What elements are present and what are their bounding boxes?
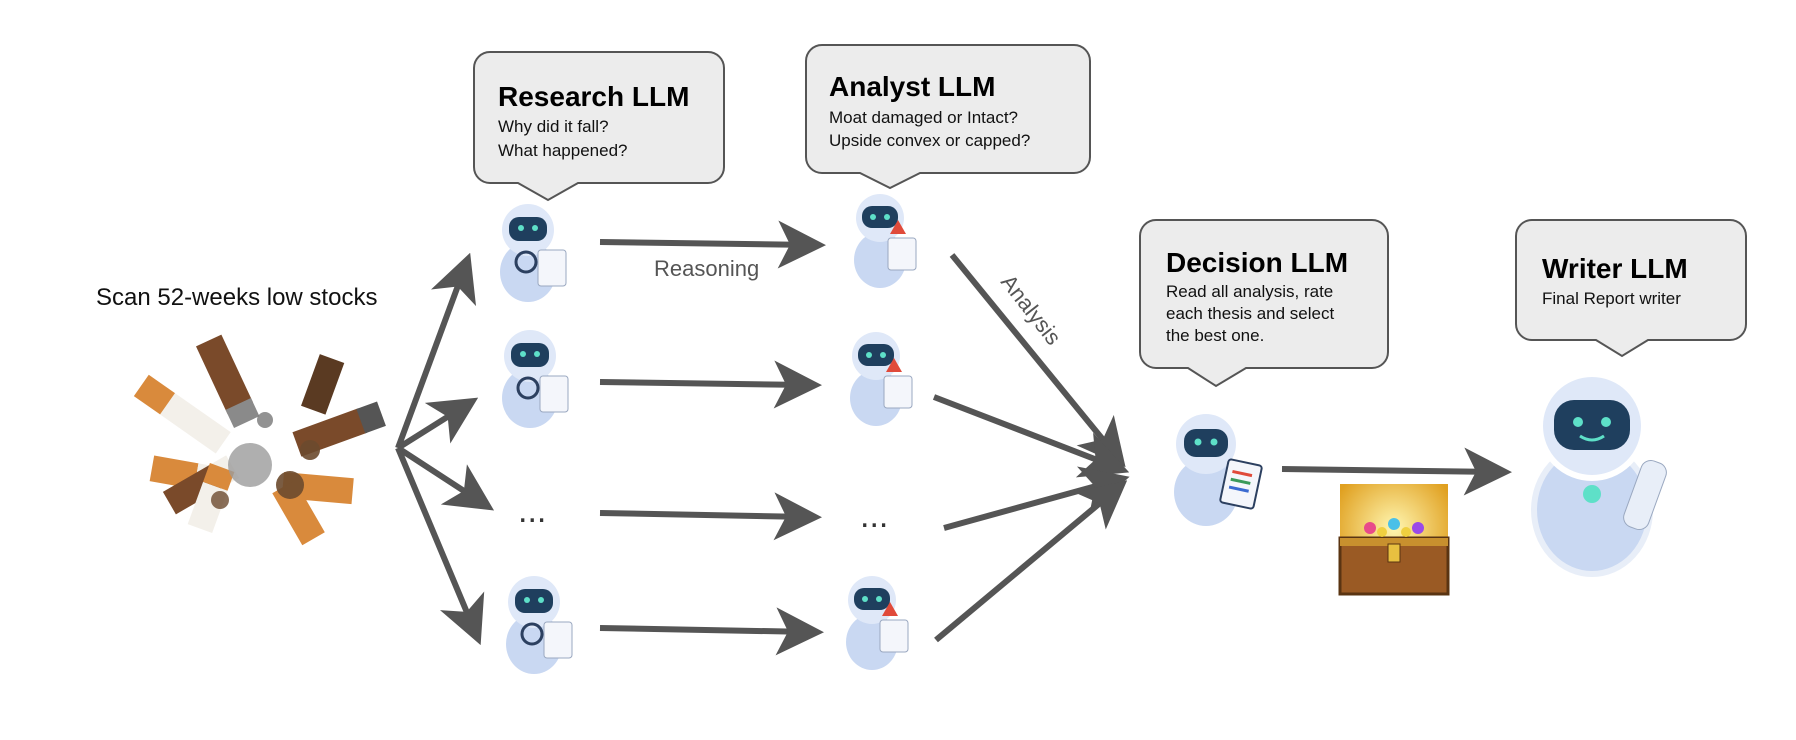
- robot-researcher-icon: [502, 330, 569, 428]
- analyst-llm-line-2: Upside convex or capped?: [829, 131, 1030, 150]
- decision-llm-line-3: the best one.: [1166, 326, 1264, 345]
- robot-researcher-icon: [506, 576, 573, 674]
- analyst-llm-bubble: Analyst LLM Moat damaged or Intact? Upsi…: [805, 44, 1091, 190]
- arrow-analysis-1: [949, 253, 1126, 468]
- arrow-reasoning-2: [599, 360, 822, 409]
- research-llm-bubble: Research LLM Why did it fall? What happe…: [473, 51, 725, 202]
- writer-llm-bubble: Writer LLM Final Report writer: [1515, 219, 1747, 358]
- research-to-analyst-arrows: [599, 220, 826, 656]
- writer-llm-title: Writer LLM: [1542, 253, 1688, 284]
- research-llm-line-1: Why did it fall?: [498, 117, 609, 136]
- fan-out-arrows: [395, 252, 495, 646]
- reasoning-label: Reasoning: [654, 256, 759, 281]
- analyst-ellipsis: ...: [860, 497, 888, 535]
- arrow-analysis-2: [932, 394, 1130, 478]
- robot-researcher-icon: [500, 204, 567, 302]
- decision-llm-line-2: each thesis and select: [1166, 304, 1334, 323]
- decision-llm-bubble: Decision LLM Read all analysis, rate eac…: [1139, 219, 1389, 388]
- research-llm-line-2: What happened?: [498, 141, 628, 160]
- treasure-chest-icon: [1338, 484, 1450, 596]
- analyst-llm-line-1: Moat damaged or Intact?: [829, 108, 1018, 127]
- arrow-reasoning-4: [599, 607, 824, 656]
- cigarette-butts-icon: [133, 334, 386, 546]
- scan-label: Scan 52-weeks low stocks: [96, 284, 377, 311]
- arrow-decision-to-writer: [1281, 447, 1512, 496]
- robot-analyst-icon: [854, 194, 917, 288]
- arrow-to-research-1: [395, 252, 477, 450]
- arrow-analysis-3: [943, 466, 1130, 531]
- robot-analyst-icon: [846, 576, 909, 670]
- robot-decision-icon: [1174, 414, 1263, 526]
- analyst-llm-title: Analyst LLM: [829, 71, 995, 102]
- analysis-label: Analysis: [996, 270, 1066, 350]
- analyst-to-decision-arrows: [932, 253, 1130, 643]
- robot-writer-icon: [1531, 371, 1667, 577]
- research-llm-title: Research LLM: [498, 81, 689, 112]
- arrow-to-research-3: [396, 445, 495, 511]
- writer-llm-line-1: Final Report writer: [1542, 289, 1681, 308]
- arrow-analysis-4: [934, 480, 1128, 643]
- robot-analyst-icon: [850, 332, 913, 426]
- decision-llm-line-1: Read all analysis, rate: [1166, 282, 1333, 301]
- arrow-reasoning-1: [599, 220, 826, 269]
- arrow-reasoning-3: [599, 492, 822, 541]
- research-ellipsis: ...: [518, 492, 546, 530]
- arrow-to-research-2: [396, 397, 479, 451]
- arrow-to-research-4: [395, 446, 485, 646]
- decision-llm-title: Decision LLM: [1166, 247, 1348, 278]
